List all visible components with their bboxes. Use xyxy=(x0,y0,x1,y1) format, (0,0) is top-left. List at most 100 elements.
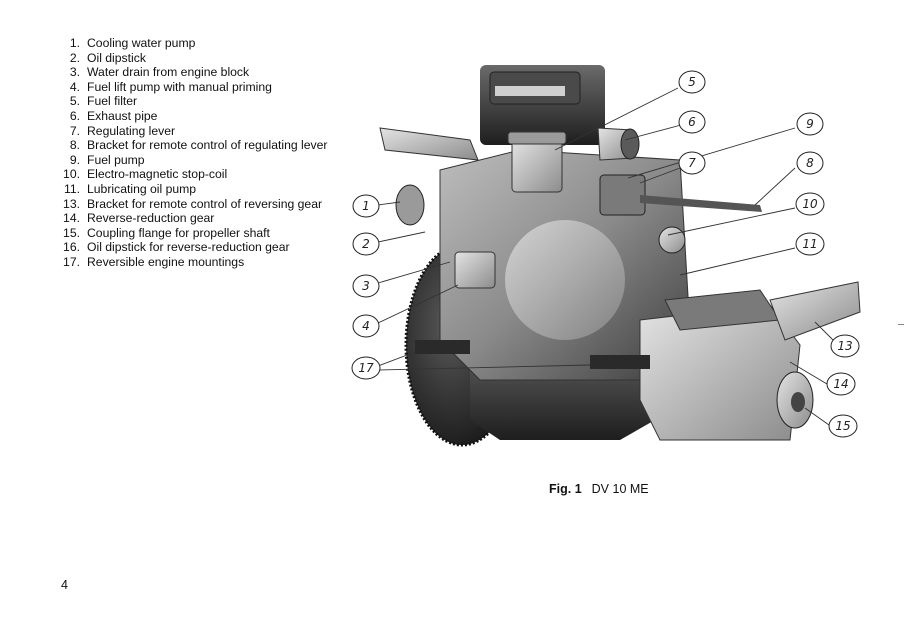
item-label: Exhaust pipe xyxy=(87,108,158,123)
callout-2: 2 xyxy=(352,232,380,256)
coupling-flange-hub xyxy=(791,392,805,412)
callout-label: 17 xyxy=(358,361,374,375)
callout-label: 14 xyxy=(833,377,848,391)
callout-label: 10 xyxy=(802,197,818,211)
list-item: 5. Fuel filter xyxy=(58,94,327,109)
item-number: 11. xyxy=(63,181,80,196)
stop-coil xyxy=(658,226,686,254)
engine-mounting-left xyxy=(415,340,470,354)
callout-label: 6 xyxy=(688,115,696,129)
engine-figure: 1 2 3 4 5 6 7 8 9 10 11 13 14 15 17 xyxy=(351,65,861,447)
injection-pump xyxy=(599,174,646,216)
list-item: 8. Bracket for remote control of regulati… xyxy=(58,138,328,153)
item-number: 6. xyxy=(69,108,80,123)
list-item: 4. Fuel lift pump with manual priming xyxy=(58,80,327,95)
item-number: 5. xyxy=(69,94,80,109)
callout-4: 4 xyxy=(352,314,380,338)
item-number: 4. xyxy=(69,79,80,94)
callout-label: 7 xyxy=(688,156,696,170)
list-item: 9. Fuel pump xyxy=(58,153,327,168)
item-label: Oil dipstick xyxy=(87,50,146,65)
list-item: 17. Reversible engine mountings xyxy=(58,255,327,270)
callout-3: 3 xyxy=(352,274,380,298)
callout-10: 10 xyxy=(795,192,825,216)
item-number: 16. xyxy=(63,240,80,255)
figure-caption: Fig. 1 DV 10 ME xyxy=(549,482,649,496)
figure-label: Fig. 1 xyxy=(549,482,582,496)
item-number: 1. xyxy=(69,36,80,50)
callout-8: 8 xyxy=(796,151,824,175)
parts-list: 1. Cooling water pump 2. Oil dipstick 3. Wa… xyxy=(58,36,327,270)
item-number: 9. xyxy=(69,152,80,167)
remote-control-bracket xyxy=(640,195,762,212)
item-label: Regulating lever xyxy=(87,123,176,138)
callout-label: 4 xyxy=(362,319,370,333)
item-label: Reverse-reduction gear xyxy=(87,211,215,226)
list-item: 2. Oil dipstick xyxy=(58,51,327,66)
item-number: 7. xyxy=(69,123,80,138)
item-label: Electro-magnetic stop-coil xyxy=(87,167,228,182)
fuel-lift-pump xyxy=(454,251,496,289)
callout-13: 13 xyxy=(830,334,860,358)
list-item: 14. Reverse-reduction gear xyxy=(58,211,327,226)
engine-illustration xyxy=(379,65,861,447)
list-item: 16. Oil dipstick for reverse-reduction ge… xyxy=(58,240,327,255)
item-label: Cooling water pump xyxy=(87,36,196,50)
item-number: 17. xyxy=(63,254,80,269)
scan-mark xyxy=(898,324,904,325)
item-number: 15. xyxy=(63,225,80,240)
figure-model: DV 10 ME xyxy=(591,482,649,496)
callout-15: 15 xyxy=(828,414,858,438)
callout-label: 13 xyxy=(837,339,852,353)
fuel-filter-body xyxy=(511,139,563,193)
list-item: 3. Water drain from engine block xyxy=(58,65,327,80)
item-label: Water drain from engine block xyxy=(87,65,250,80)
item-label: Bracket for remote control of regulating… xyxy=(87,138,328,153)
item-label: Bracket for remote control of reversing … xyxy=(87,196,323,211)
callout-9: 9 xyxy=(796,112,824,136)
list-item: 6. Exhaust pipe xyxy=(58,109,327,124)
callout-17: 17 xyxy=(351,356,381,380)
leader-lines xyxy=(377,87,834,426)
callout-label: 2 xyxy=(362,237,370,251)
air-intake xyxy=(379,127,479,161)
item-number: 8. xyxy=(69,138,80,153)
callout-6: 6 xyxy=(678,110,706,134)
list-item: 11. Lubricating oil pump xyxy=(58,182,327,197)
item-number: 13. xyxy=(63,196,80,211)
list-item: 10. Electro-magnetic stop-coil xyxy=(58,167,327,182)
callout-label: 1 xyxy=(362,199,370,213)
callout-14: 14 xyxy=(826,372,856,396)
fuel-filter-cap xyxy=(507,131,567,145)
item-label: Lubricating oil pump xyxy=(87,181,197,196)
list-item: 13. Bracket for remote control of reversi… xyxy=(58,197,327,212)
callout-11: 11 xyxy=(795,232,825,256)
exhaust-pipe-outlet xyxy=(620,128,640,160)
item-label: Fuel filter xyxy=(87,94,138,109)
reversing-bracket xyxy=(769,281,861,341)
item-label: Fuel pump xyxy=(87,152,145,167)
item-number: 2. xyxy=(69,50,80,65)
callout-label: 3 xyxy=(362,279,370,293)
cooling-water-pump xyxy=(395,184,425,226)
callout-label: 15 xyxy=(835,419,850,433)
callout-label: 5 xyxy=(688,75,696,89)
callout-label: 11 xyxy=(802,237,817,251)
list-item: 1. Cooling water pump xyxy=(58,36,327,51)
item-number: 14. xyxy=(63,211,80,226)
item-label: Fuel lift pump with manual priming xyxy=(87,79,272,94)
item-number: 10. xyxy=(63,167,80,182)
list-item: 15. Coupling flange for propeller shaft xyxy=(58,226,327,241)
callout-7: 7 xyxy=(678,151,706,175)
engine-mounting-right xyxy=(590,355,650,369)
item-label: Coupling flange for propeller shaft xyxy=(87,225,270,240)
callout-1: 1 xyxy=(352,194,380,218)
item-label: Reversible engine mountings xyxy=(87,254,245,269)
item-number: 3. xyxy=(69,65,80,80)
item-label: Oil dipstick for reverse-reduction gear xyxy=(87,240,290,255)
page-number: 4 xyxy=(61,578,68,592)
list-item: 7. Regulating lever xyxy=(58,124,327,139)
callout-label: 8 xyxy=(806,156,814,170)
timing-cover xyxy=(505,220,625,340)
callouts: 1 2 3 4 5 6 7 8 9 10 11 13 14 15 17 xyxy=(351,70,860,438)
